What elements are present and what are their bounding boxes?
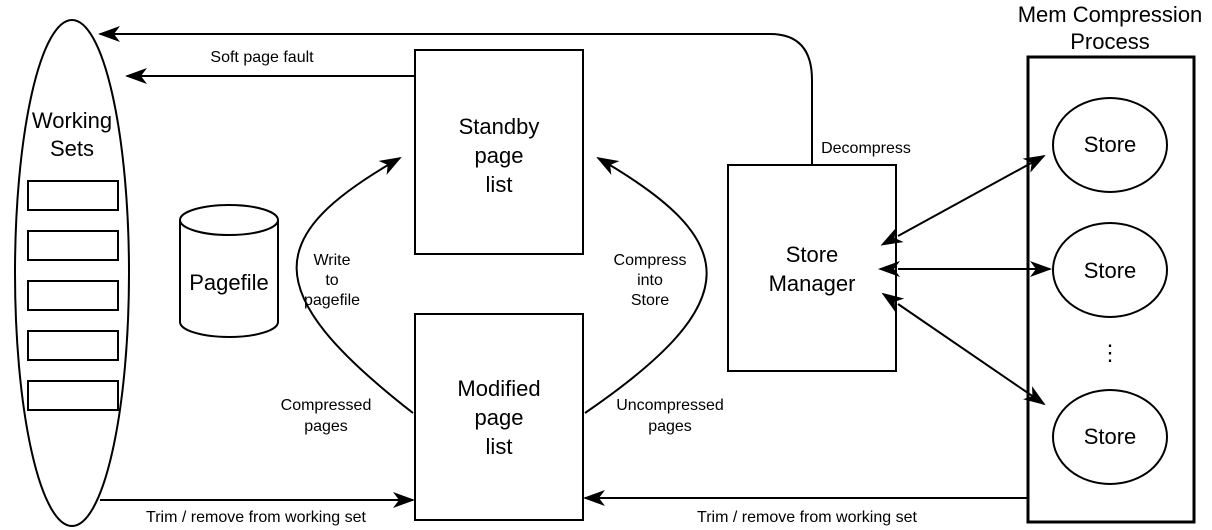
working-sets-label-line2: Sets — [50, 136, 94, 161]
soft-page-fault-label: Soft page fault — [210, 49, 314, 66]
working-set-slot — [27, 380, 119, 411]
write-to-pagefile-label-line3: pagefile — [304, 292, 360, 309]
mem-compression-process-node: Mem Compression Process Store Store ⋮ St… — [1018, 2, 1203, 524]
compress-into-store-label-line2: into — [637, 272, 663, 289]
uncompressed-pages-label-line2: pages — [648, 418, 692, 435]
store-label: Store — [1084, 424, 1137, 449]
store-manager-label-line2: Manager — [769, 271, 856, 296]
pagefile-label: Pagefile — [189, 270, 269, 295]
store-node: Store — [1052, 389, 1168, 485]
compress-into-store-label-line3: Store — [631, 292, 669, 309]
working-set-slot — [27, 280, 119, 311]
store-label: Store — [1084, 132, 1137, 157]
decompress-arrow — [98, 26, 813, 165]
write-to-pagefile-arrow — [295, 157, 414, 414]
store-manager-label-line1: Store — [786, 242, 839, 267]
write-to-pagefile-label-line1: Write — [313, 252, 350, 269]
modified-label-line3: list — [486, 434, 513, 459]
compress-into-store-arrow — [584, 156, 708, 414]
trim-right-label: Trim / remove from working set — [697, 509, 917, 526]
process-title-line1: Mem Compression — [1018, 2, 1203, 27]
store-link-arrow — [881, 292, 1046, 406]
uncompressed-pages-label-line1: Uncompressed — [616, 397, 724, 414]
modified-page-list-node: Modified page list — [414, 313, 584, 521]
working-sets-node: Working Sets — [14, 19, 130, 527]
store-node: Store — [1052, 222, 1168, 318]
compressed-pages-label-line2: pages — [304, 418, 348, 435]
standby-label-line3: list — [486, 172, 513, 197]
store-manager-node: Store Manager — [727, 164, 897, 372]
store-node: Store — [1052, 97, 1168, 193]
compressed-pages-label-line1: Compressed — [281, 397, 372, 414]
working-set-slot — [27, 180, 119, 211]
write-to-pagefile-label-line2: to — [325, 272, 338, 289]
pagefile-node: Pagefile — [179, 204, 279, 338]
modified-label-line2: page — [475, 405, 524, 430]
compress-into-store-label-line1: Compress — [614, 252, 687, 269]
working-sets-label-line1: Working — [32, 108, 112, 133]
decompress-label: Decompress — [821, 140, 911, 157]
ellipsis-indicator: ⋮ — [1099, 340, 1121, 365]
working-set-slot — [27, 330, 119, 361]
process-title-line2: Process — [1070, 29, 1149, 54]
trim-left-label: Trim / remove from working set — [146, 509, 366, 526]
modified-label-line1: Modified — [457, 376, 540, 401]
store-label: Store — [1084, 258, 1137, 283]
standby-label-line2: page — [475, 143, 524, 168]
standby-label-line1: Standby — [459, 114, 540, 139]
standby-page-list-node: Standby page list — [414, 49, 584, 255]
store-link-arrow — [880, 155, 1046, 246]
working-set-slot — [27, 230, 119, 261]
